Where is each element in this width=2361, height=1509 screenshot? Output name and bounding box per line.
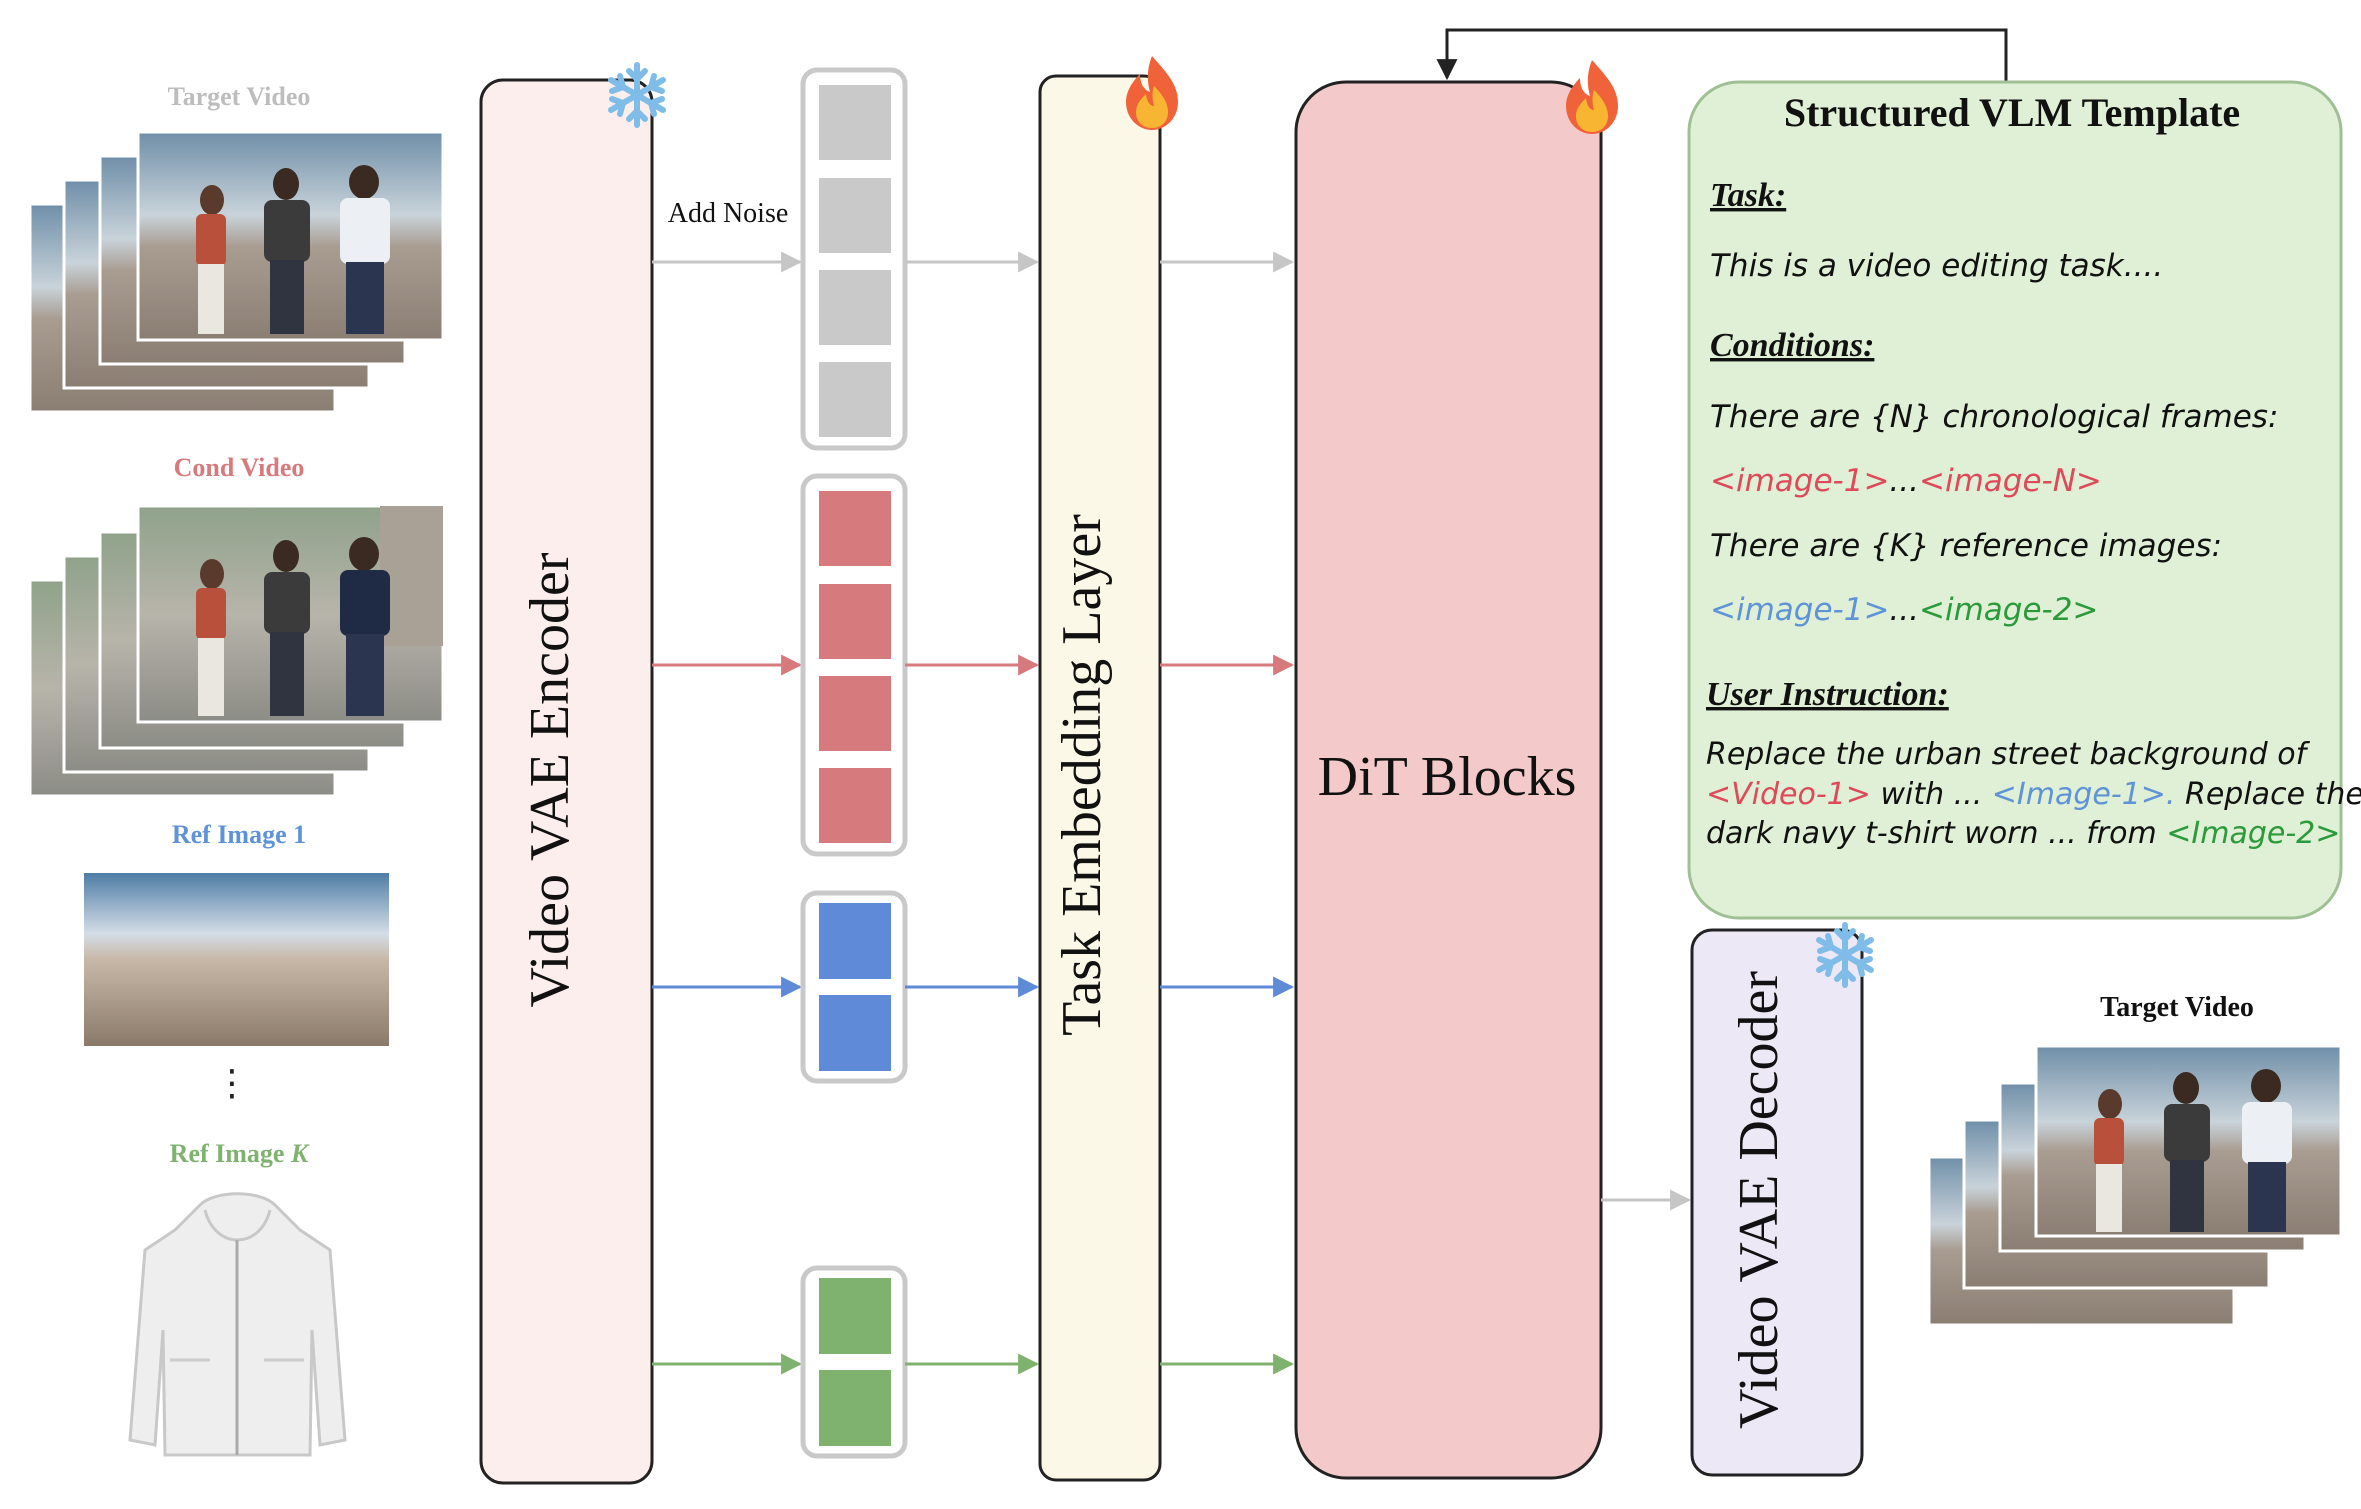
- frames-text: There are {N} chronological frames:: [1710, 399, 2278, 435]
- ref-image-1: [84, 873, 389, 1046]
- ref-image-1-label: Ref Image 1: [172, 820, 306, 849]
- refs-text: There are {K} reference images:: [1710, 528, 2222, 564]
- ref-image-k-label: Ref Image K: [170, 1139, 310, 1168]
- video-vae-decoder-label: Video VAE Decoder: [1728, 971, 1790, 1429]
- cond-video-stack: [28, 504, 445, 798]
- ref-image-k-hoodie: [84, 1180, 389, 1480]
- video-vae-encoder-label: Video VAE Encoder: [519, 552, 581, 1007]
- target-video-label: Target Video: [168, 82, 311, 111]
- embedding-flame-icon: [1126, 56, 1178, 130]
- template-to-dit-arrow: [1436, 28, 2008, 82]
- add-noise-label: Add Noise: [668, 198, 789, 229]
- instruction-line-1: Replace the urban street background of: [1706, 737, 2311, 772]
- output-video-stack: [1927, 1044, 2343, 1327]
- cond-token: [819, 584, 891, 659]
- dit-flame-icon: [1566, 60, 1618, 134]
- conditions-heading: Conditions:: [1710, 327, 1874, 364]
- video-vae-encoder-block: [479, 78, 654, 1485]
- ref1-token: [819, 995, 891, 1071]
- refk-token-stack: [800, 1265, 908, 1459]
- refk-token: [819, 1278, 891, 1354]
- vlm-template-panel: [1687, 80, 2343, 920]
- cond-token: [819, 676, 891, 751]
- noise-token-stack: [800, 67, 908, 451]
- ellipsis: ⋮: [214, 1063, 250, 1104]
- video-vae-decoder-block: [1690, 928, 1864, 1477]
- refk-token: [819, 1370, 891, 1446]
- frames-tags: <image-1>...<image-N>: [1710, 463, 2102, 499]
- ref1-token: [819, 903, 891, 979]
- noise-token: [819, 362, 891, 437]
- cond-token: [819, 491, 891, 566]
- output-target-video-label: Target Video: [2100, 992, 2254, 1023]
- instruction-heading: User Instruction:: [1706, 676, 1949, 713]
- dit-blocks-label: DiT Blocks: [1318, 746, 1577, 808]
- template-title: Structured VLM Template: [1784, 90, 2240, 135]
- noise-token: [819, 178, 891, 253]
- dit-blocks-block: [1294, 80, 1603, 1480]
- target-video-stack: [28, 130, 445, 414]
- cond-video-label: Cond Video: [174, 453, 305, 482]
- noise-token: [819, 85, 891, 160]
- cond-token: [819, 768, 891, 843]
- task-text: This is a video editing task....: [1710, 248, 2163, 284]
- task-embedding-label: Task Embedding Layer: [1051, 514, 1113, 1036]
- noise-token: [819, 270, 891, 345]
- ref1-token-stack: [800, 890, 908, 1084]
- task-heading: Task:: [1710, 177, 1786, 214]
- refs-tags: <image-1>...<image-2>: [1710, 592, 2098, 628]
- cond-token-stack: [800, 473, 908, 857]
- instruction-line-3: dark navy t-shirt worn ... from <Image-2…: [1706, 816, 2340, 851]
- task-embedding-block: [1038, 74, 1162, 1482]
- instruction-line-2: <Video-1> with ... <Image-1>. Replace th…: [1706, 777, 2361, 812]
